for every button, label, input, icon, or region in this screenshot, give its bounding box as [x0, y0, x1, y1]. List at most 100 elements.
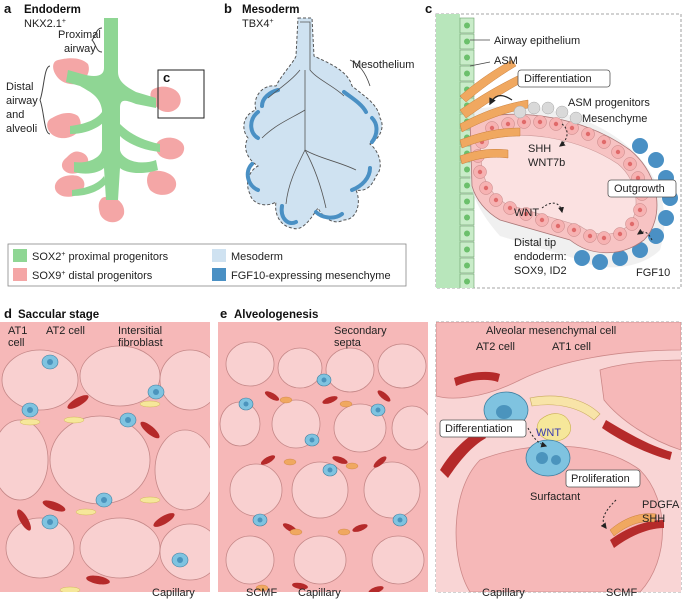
alveolus [325, 347, 375, 393]
fibroblast-label-1: Intersitial [118, 325, 162, 337]
at2-nucleus [47, 519, 53, 525]
wnt-label: WNT [514, 207, 539, 219]
alveolus [225, 535, 275, 585]
airway-cell-nucleus [464, 262, 470, 269]
bud-cell-nucleus [627, 161, 633, 167]
legend-swatch-mesoderm [212, 249, 226, 262]
distal-label-3: and [6, 109, 24, 121]
alveoli [219, 341, 428, 592]
at2-nucleus [309, 437, 315, 443]
at2-nucleus [243, 401, 249, 407]
inset-box [157, 69, 205, 119]
alveolus [225, 341, 275, 387]
airway-lumen-green [436, 14, 460, 288]
capillary-f-3 [610, 520, 664, 548]
airway-cell-nucleus [464, 278, 470, 285]
at2-nucleus [153, 389, 159, 395]
bud-cell-nucleus [587, 233, 593, 239]
capillary [67, 395, 89, 409]
bud-cell-nucleus [537, 119, 543, 125]
at2-nucleus [177, 557, 183, 563]
asm-progenitors-label: ASM progenitors [568, 97, 650, 109]
interstitial-fibroblast [59, 586, 81, 592]
bud-cell-nucleus [477, 169, 483, 175]
panel-a-marker-name: NKX2.1 [24, 18, 62, 30]
panel-a-title: Endoderm [24, 4, 81, 16]
at2-label-f: AT2 cell [476, 341, 515, 353]
interstitial-fibroblast [75, 508, 97, 516]
mesoderm-airway-outline [261, 21, 357, 209]
at1-cell-f [529, 395, 601, 421]
scmf [283, 458, 297, 466]
airway-cell-nucleus [464, 230, 470, 237]
differentiation-box-f [439, 419, 527, 438]
bud-cell-nucleus [493, 197, 499, 203]
at2-label-d: AT2 cell [46, 325, 85, 337]
at2-nucleus [125, 417, 131, 423]
differentiation-label: Differentiation [524, 73, 592, 85]
differentiation-label-f: Differentiation [445, 423, 513, 435]
bud-cell-nucleus [505, 121, 511, 127]
surfactant-label: Surfactant [530, 491, 580, 503]
sox2-proximal-tree [66, 18, 160, 200]
mesenchyme-label: Mesenchyme [582, 113, 647, 125]
bud-cell-nucleus [617, 231, 623, 237]
proliferating-nucleus-2 [551, 455, 561, 465]
alveolus [219, 401, 261, 447]
capillary [373, 456, 387, 468]
airway-cell-nucleus [464, 54, 470, 61]
interstitial-fibroblast [139, 400, 161, 408]
mesothelium-label: Mesothelium [352, 59, 414, 71]
saccule [159, 523, 210, 581]
capillary [140, 421, 160, 439]
scmf-label-e: SCMF [246, 587, 277, 599]
scmf [289, 528, 303, 536]
airway-cell-nucleus [464, 38, 470, 45]
panel-e-letter: e [220, 306, 227, 321]
panel-d-letter: d [4, 306, 12, 321]
bud-cell-nucleus [601, 139, 607, 145]
panel-b-marker: TBX4+ [242, 18, 274, 30]
alveolus [293, 535, 347, 585]
mesothelium-pointer [349, 59, 371, 87]
capillary-f-1 [440, 430, 486, 478]
shh-arrow [559, 123, 568, 147]
panel-b-letter: b [224, 1, 232, 16]
panel-c: c [425, 1, 682, 289]
distal-label-1: Distal [6, 81, 34, 93]
panel-d: d Saccular stage AT1 cell AT2 cell Inter… [0, 306, 210, 599]
bud-cell-nucleus [555, 223, 561, 229]
at1-label-1: AT1 [8, 325, 27, 337]
airway-cell-nucleus [464, 70, 470, 77]
saccule [154, 429, 210, 511]
bud-cell-nucleus [539, 217, 545, 223]
bud-cell-nucleus [521, 119, 527, 125]
septa-label-1: Secondary [334, 325, 387, 337]
bud-cell-nucleus [635, 175, 641, 181]
at2-nucleus-f [496, 405, 512, 419]
legend-label-sox2: SOX2+ proximal progenitors [32, 251, 169, 263]
capillary [260, 455, 276, 465]
panel-e-title: Alveologenesis [234, 309, 318, 321]
at2-nucleus [321, 377, 327, 383]
wnt-arrow-f [527, 427, 548, 448]
capillary [352, 524, 368, 532]
capillary-f-4 [454, 371, 500, 386]
legend-label-mesoderm: Mesoderm [231, 251, 283, 263]
proliferating-nucleus-1 [536, 452, 548, 464]
asm-label: ASM [494, 55, 518, 67]
saccule [0, 419, 49, 501]
capillary-label-f: Capillary [482, 587, 525, 599]
bud-cell-nucleus [637, 207, 643, 213]
differentiation-box [517, 69, 611, 88]
legend-label-sox9-name: SOX9 [32, 270, 61, 282]
bud-cell-nucleus [601, 235, 607, 241]
bud-cells [471, 115, 649, 245]
legend-swatch-fgf10 [212, 268, 226, 281]
alveolus [229, 463, 283, 517]
alveolus [333, 403, 387, 453]
panel-d-title: Saccular stage [18, 309, 99, 321]
capillary-label-d: Capillary [152, 587, 195, 599]
outgrowth-label: Outgrowth [614, 183, 665, 195]
